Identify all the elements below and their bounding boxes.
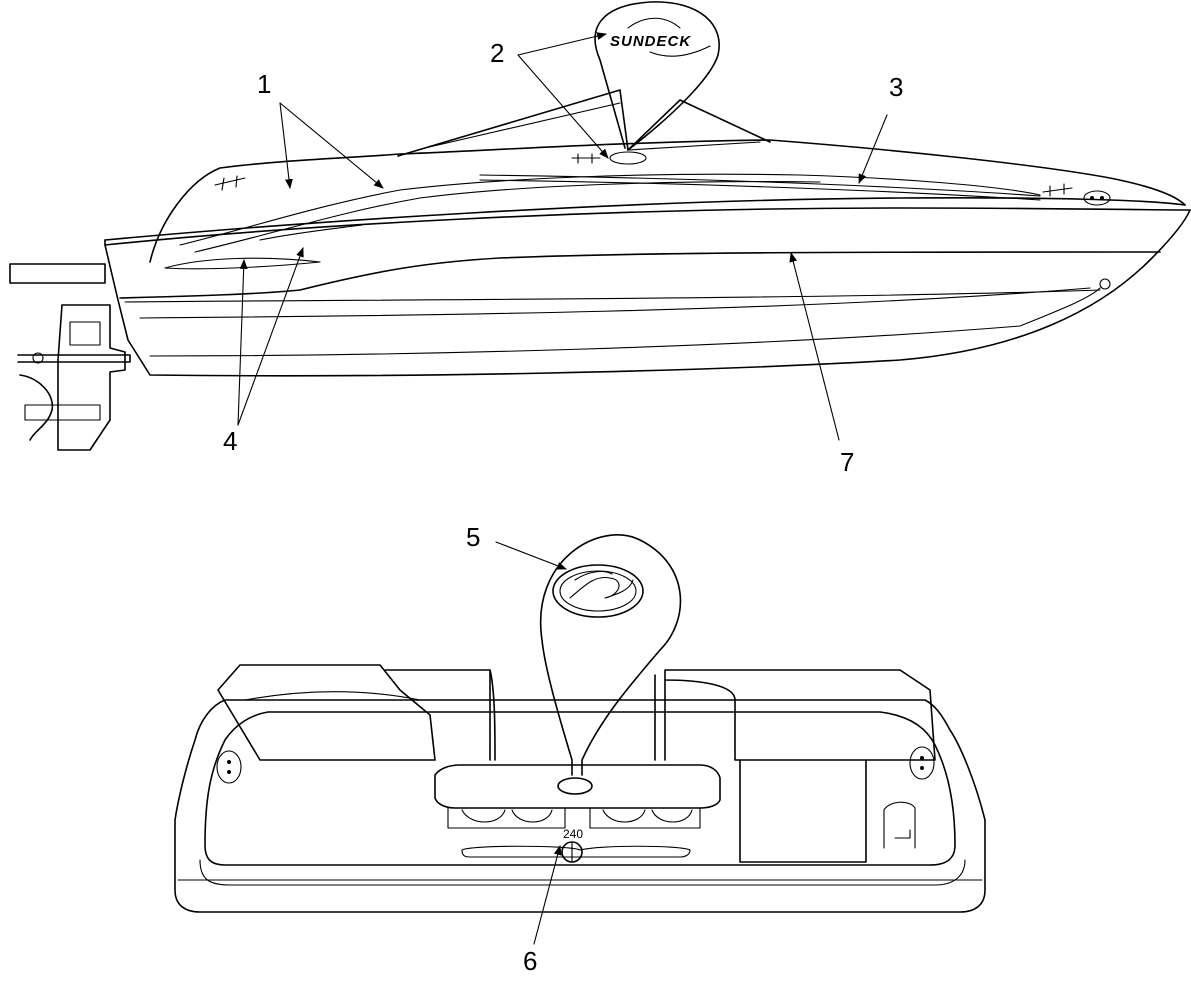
callout-numbers: 1 2 3 4 5 6 7: [223, 38, 903, 976]
callout-7: 7: [840, 447, 854, 477]
deck-fitting: [1083, 190, 1111, 206]
sterndrive: [17, 304, 131, 451]
stern-light-right: [909, 746, 935, 780]
stern-logo-magnifier: [539, 534, 682, 776]
deck-logo-small: [609, 151, 647, 165]
cleat: [571, 153, 601, 164]
vents: [447, 807, 701, 829]
boat-rear-view: 240: [174, 664, 986, 913]
bow-eye: [1099, 278, 1111, 290]
callout-1: 1: [257, 69, 271, 99]
callout-5: 5: [466, 522, 480, 552]
sundeck-logo-magnifier: SUNDECK: [594, 1, 720, 151]
cleat: [214, 175, 246, 191]
transom-outline: [174, 699, 986, 913]
drain-plug: [561, 841, 583, 863]
stern-light-left: [216, 750, 242, 784]
callout-3: 3: [889, 72, 903, 102]
callout-4: 4: [223, 426, 237, 456]
sundeck-logo-text: SUNDECK: [610, 33, 691, 50]
stern-logo-small: [557, 777, 593, 795]
hull: [104, 209, 1191, 377]
cleat: [1042, 183, 1073, 197]
callout-2: 2: [490, 38, 504, 68]
leader-lines: [237, 32, 888, 945]
deck-outline: [149, 139, 1186, 263]
swim-platform: [9, 263, 106, 284]
callout-6: 6: [523, 946, 537, 976]
model-number-label: 240: [563, 827, 583, 841]
boat-side-view: [9, 89, 1191, 377]
engine-hatch: [434, 764, 721, 809]
